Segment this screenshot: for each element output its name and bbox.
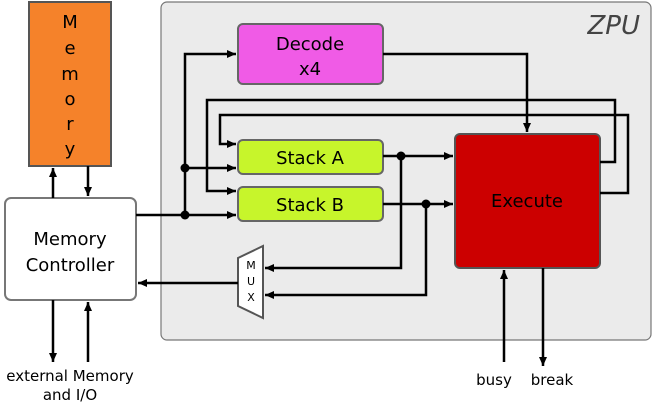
memory-letter: m [61,64,79,85]
wire-execute-feedback-stack-a [205,98,617,195]
execute-label: Execute [491,191,563,212]
memory-letter: y [65,139,76,160]
decode-label: Decode [276,34,344,55]
memory-letter: M [62,12,78,33]
external-label: and I/O [43,386,97,404]
external-label: external Memory [6,367,134,385]
wire-decode-to-execute [383,52,531,132]
memory-letter: o [64,89,75,110]
memory-letter: r [66,114,74,135]
mux-letter: M [246,259,256,272]
stack-b-label: Stack B [276,195,344,216]
wire-stack-a-to-mux [265,156,403,272]
mux-block [237,244,264,320]
memory-controller-label: Memory [33,229,107,250]
execute-block [454,133,601,269]
mux-letter: X [247,291,255,304]
wire-bus-to-decode [183,50,236,215]
zpu-label: ZPU [586,11,640,41]
wire-execute-feedback-stack-b [218,113,630,195]
junction-dot [180,210,190,220]
break-label: break [531,371,574,389]
busy-label: busy [476,371,512,389]
wire-stack-b-to-mux [265,204,428,299]
memory-controller-block [4,197,137,301]
junction-dot [396,151,406,161]
memory-letter: e [64,38,75,59]
mux-letter: U [247,275,255,288]
junction-dot [180,163,190,173]
junction-dot [421,199,431,209]
memory-block [28,1,112,167]
decode-label: x4 [299,59,321,80]
stack-a-label: Stack A [276,148,345,169]
memory-controller-label: Controller [26,255,115,276]
